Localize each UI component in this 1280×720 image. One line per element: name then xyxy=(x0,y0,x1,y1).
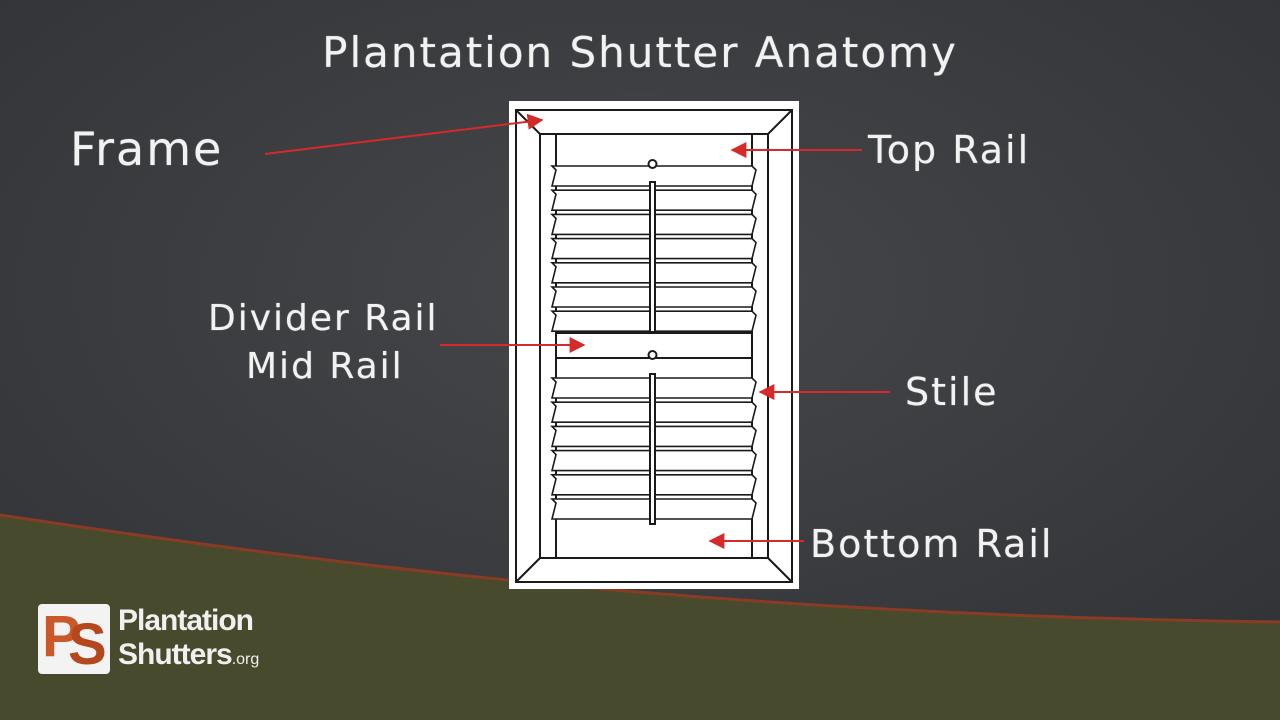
lower-tilt-rod xyxy=(649,373,656,525)
upper-louver-1 xyxy=(550,165,757,187)
frame-miter-tr xyxy=(767,109,793,135)
diagram-title: Plantation Shutter Anatomy xyxy=(322,28,958,77)
logo-text-line2: Shutters.org xyxy=(118,638,259,672)
frame-miter-br xyxy=(767,557,793,583)
brand-logo: P S Plantation Shutters.org xyxy=(38,602,298,676)
logo-text-suffix: .org xyxy=(231,651,260,668)
label-bottom-rail: Bottom Rail xyxy=(810,522,1054,566)
logo-text-line1: Plantation xyxy=(118,604,254,637)
label-mid-rail: Mid Rail xyxy=(246,346,404,387)
logo-text-shutters: Shutters xyxy=(118,638,233,671)
logo-mark-s: S xyxy=(68,612,107,677)
label-stile: Stile xyxy=(905,370,999,414)
upper-tilt-rod xyxy=(649,181,656,333)
label-top-rail: Top Rail xyxy=(868,128,1031,172)
callout-arrows xyxy=(264,113,890,549)
grass-ground xyxy=(0,515,1280,720)
logo-mark: P S xyxy=(38,604,110,674)
upper-tilt-rod-knob xyxy=(647,159,658,169)
label-divider-rail: Divider Rail xyxy=(208,298,439,339)
logo-mark-p: P xyxy=(42,604,81,669)
frame-miter-bl xyxy=(515,557,541,583)
lower-tilt-rod-knob xyxy=(647,350,658,360)
label-frame: Frame xyxy=(70,122,224,176)
frame-arrow xyxy=(264,113,544,155)
